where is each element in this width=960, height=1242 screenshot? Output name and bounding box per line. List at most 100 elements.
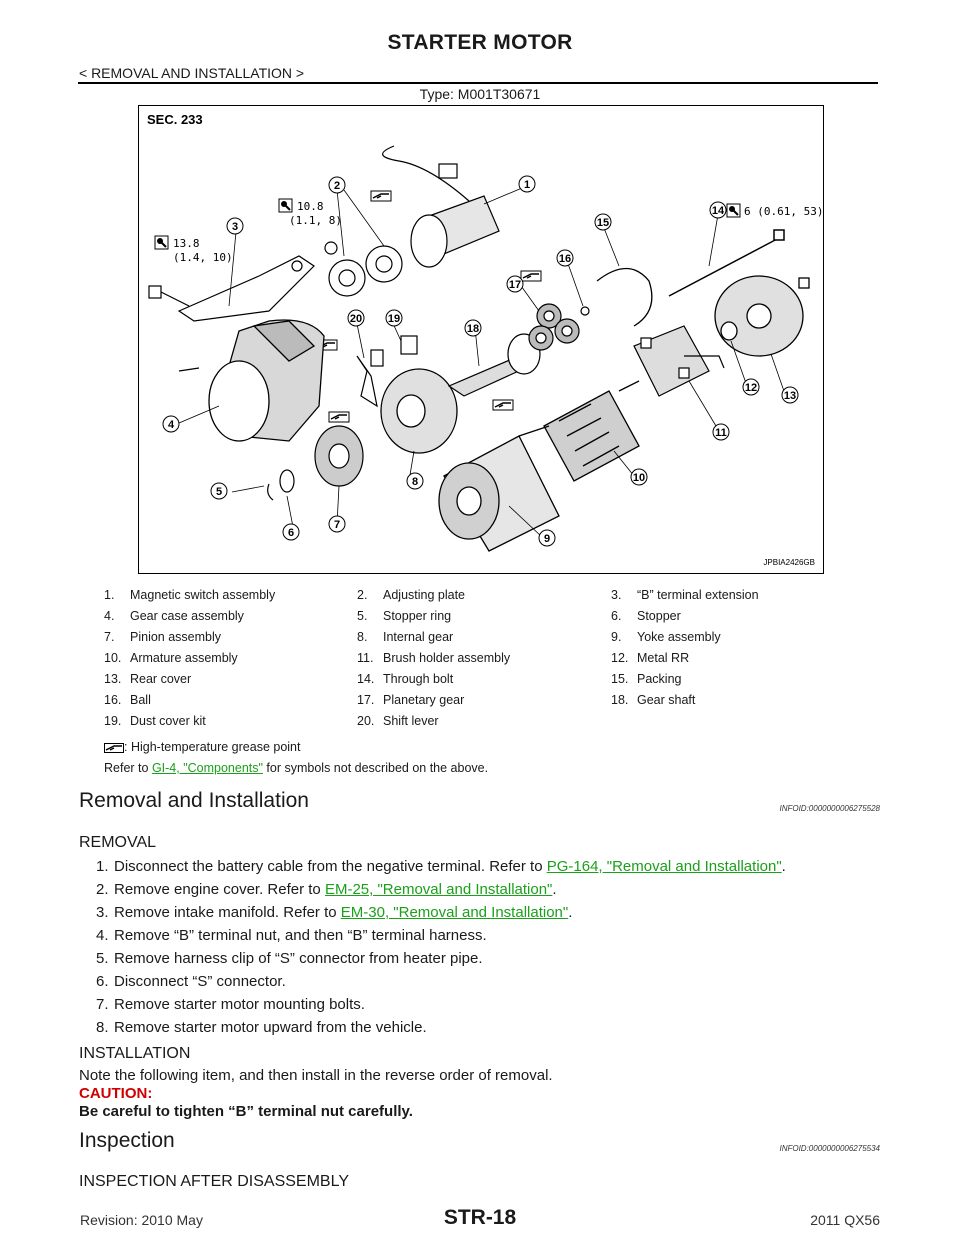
legend-item: 3.“B” terminal extension — [611, 588, 759, 602]
step-number: 5. — [96, 950, 109, 967]
step-text: Remove starter motor mounting bolts. — [114, 996, 365, 1013]
callout-3: 3 — [226, 217, 244, 235]
legend-item: 19.Dust cover kit — [104, 714, 206, 728]
yoke-part — [438, 435, 560, 552]
legend-item-label: Yoke assembly — [637, 630, 721, 644]
callout-6: 6 — [282, 523, 300, 541]
callout-16: 16 — [556, 249, 574, 267]
callouts: 1 2 3 4 5 6 7 8 9 10 11 12 13 14 15 16 1… — [162, 175, 799, 547]
page-title: STARTER MOTOR — [387, 31, 573, 54]
removal-step: 2.Remove engine cover. Refer to EM-25, "… — [96, 881, 557, 898]
legend-item-label: Internal gear — [383, 630, 454, 644]
callout-7: 7 — [328, 515, 346, 533]
legend-item: 2.Adjusting plate — [357, 588, 465, 602]
torque-icon — [726, 203, 741, 218]
legend-item-number: 6. — [611, 609, 622, 623]
svg-text:12: 12 — [745, 382, 757, 394]
legend-item-number: 10. — [104, 651, 122, 665]
legend-item-label: “B” terminal extension — [637, 588, 759, 602]
removal-step: 4.Remove “B” terminal nut, and then “B” … — [96, 927, 487, 944]
caution-label: CAUTION: — [79, 1085, 153, 1102]
callout-9: 9 — [538, 529, 556, 547]
removal-subheading: REMOVAL — [79, 834, 157, 851]
callout-18: 18 — [464, 319, 482, 337]
svg-text:10: 10 — [633, 472, 645, 484]
legend-item-label: Armature assembly — [130, 651, 238, 665]
legend-item: 20. Shift lever — [357, 714, 439, 728]
legend-item-number: 2. — [357, 588, 368, 602]
legend-item-label: Through bolt — [383, 672, 454, 686]
step-reference-link[interactable]: EM-25, "Removal and Installation" — [324, 881, 553, 898]
refer-link[interactable]: GI-4, "Components" — [151, 761, 263, 775]
type-label: Type: M001T30671 — [419, 86, 541, 102]
legend-item: 10. Armature assembly — [104, 651, 238, 665]
svg-text:15: 15 — [597, 217, 609, 229]
legend-item-label: Stopper ring — [383, 609, 452, 623]
svg-text:18: 18 — [467, 323, 479, 335]
callout-13: 13 — [781, 386, 799, 404]
grease-point-icon — [370, 190, 392, 202]
pinion-part — [267, 425, 364, 501]
legend-item-label: Stopper — [637, 609, 681, 623]
callout-12: 12 — [742, 378, 760, 396]
svg-text:2: 2 — [334, 180, 340, 192]
svg-text:13: 13 — [784, 390, 796, 402]
svg-text:5: 5 — [216, 486, 222, 498]
legend-item: 13. Rear cover — [104, 672, 191, 686]
callout-20: 20 — [347, 309, 365, 327]
legend-item: 15.Packing — [611, 672, 681, 686]
step-text-end: . — [781, 858, 786, 875]
legend-item: 6. Stopper — [611, 609, 681, 623]
svg-text:4: 4 — [168, 419, 175, 431]
removal-step: 5. Remove harness clip of “S” connector f… — [96, 950, 483, 967]
legend-item-label: Dust cover kit — [130, 714, 206, 728]
refer-prefix: Refer to — [104, 761, 152, 775]
svg-text:20: 20 — [350, 313, 362, 325]
gear-case-part — [178, 319, 325, 442]
step-number: 6. — [96, 973, 109, 990]
torque-1-sub: (1.4, 10) — [173, 251, 233, 264]
legend-item-number: 13. — [104, 672, 122, 686]
step-text: Disconnect “S” connector. — [114, 973, 286, 990]
legend-item-label: Shift lever — [383, 714, 439, 728]
footer-revision: Revision: 2010 May — [80, 1212, 203, 1228]
section-code: SEC. 233 — [147, 112, 203, 127]
legend-item-label: Rear cover — [130, 672, 192, 686]
removal-step: 6. Disconnect “S” connector. — [96, 973, 286, 990]
legend-item-label: Pinion assembly — [130, 630, 222, 644]
legend-item-number: 20. — [357, 714, 375, 728]
section-heading-removal: Removal and Installation — [79, 789, 309, 812]
infoid-removal: INFOID:0000000006275528 — [779, 804, 880, 813]
caution-text: Be careful to tighten “B” terminal nut c… — [79, 1103, 413, 1120]
step-number: 8. — [96, 1019, 109, 1036]
terminal-extension-part — [148, 255, 315, 322]
legend-item-number: 7. — [104, 630, 115, 644]
step-text: Remove engine cover. Refer to — [114, 881, 325, 898]
legend-item-label: Metal RR — [637, 651, 690, 665]
torque-3-value: 6 (0.61, 53) — [744, 205, 823, 218]
grease-point-icon — [492, 399, 514, 411]
refer-note: Refer to GI-4, "Components" for symbols … — [104, 761, 488, 775]
legend-item-number: 12. — [611, 651, 629, 665]
callout-10: 10 — [630, 468, 648, 486]
magnetic-switch-part — [382, 145, 500, 268]
step-text-end: . — [568, 904, 573, 921]
svg-text:1: 1 — [524, 179, 530, 191]
inspection-subheading: INSPECTION AFTER DISASSEMBLY — [79, 1173, 349, 1190]
infoid-inspection: INFOID:0000000006275534 — [779, 1144, 880, 1153]
callout-14: 14 — [709, 201, 727, 219]
callout-2: 2 — [328, 176, 346, 194]
step-text: Remove harness clip of “S” connector fro… — [114, 950, 483, 967]
legend-item-label: Magnetic switch assembly — [130, 588, 276, 602]
step-text: Disconnect the battery cable from the ne… — [114, 858, 547, 875]
starter-motor-exploded-illustration: SEC. 233 13.8 (1.4, 10) 10.8 (1.1, 8) 6 … — [147, 112, 823, 567]
svg-text:17: 17 — [509, 279, 521, 291]
step-reference-link[interactable]: EM-30, "Removal and Installation" — [340, 904, 569, 921]
callout-15: 15 — [594, 213, 612, 231]
legend-item-label: Brush holder assembly — [383, 651, 511, 665]
step-reference-link[interactable]: PG-164, "Removal and Installation" — [546, 858, 782, 875]
legend-item-number: 14. — [357, 672, 375, 686]
packing-part — [596, 268, 653, 327]
step-number: 3. — [96, 904, 109, 921]
removal-step: 7.Remove starter motor mounting bolts. — [96, 996, 365, 1013]
